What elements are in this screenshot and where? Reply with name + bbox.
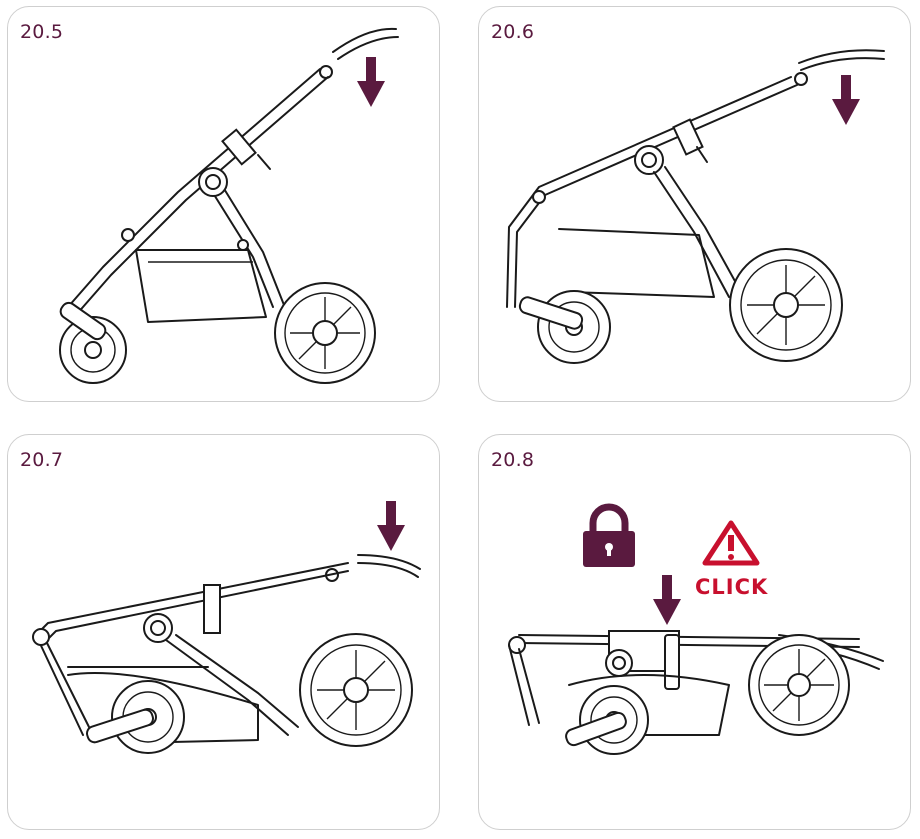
padlock-icon	[583, 503, 635, 567]
step-number: 20.7	[20, 449, 64, 471]
stroller-illustration	[59, 27, 399, 384]
step-number: 20.5	[20, 21, 64, 43]
panel-step-20-5: 20.5	[7, 6, 440, 402]
warning-triangle-icon	[702, 520, 760, 566]
arrow-down-icon	[357, 57, 385, 107]
arrow-down-icon	[653, 575, 681, 625]
click-label: CLICK	[695, 575, 769, 599]
arrow-down-icon	[832, 75, 860, 125]
stroller-illustration	[506, 49, 885, 364]
step-number: 20.6	[491, 21, 535, 43]
stroller-illustration	[508, 503, 884, 755]
step-number: 20.8	[491, 449, 535, 471]
arrow-down-icon	[377, 501, 405, 551]
panel-step-20-7: 20.7	[7, 434, 440, 830]
panel-step-20-8: 20.8	[478, 434, 911, 830]
panel-step-20-6: 20.6	[478, 6, 911, 402]
stroller-illustration	[32, 501, 421, 754]
